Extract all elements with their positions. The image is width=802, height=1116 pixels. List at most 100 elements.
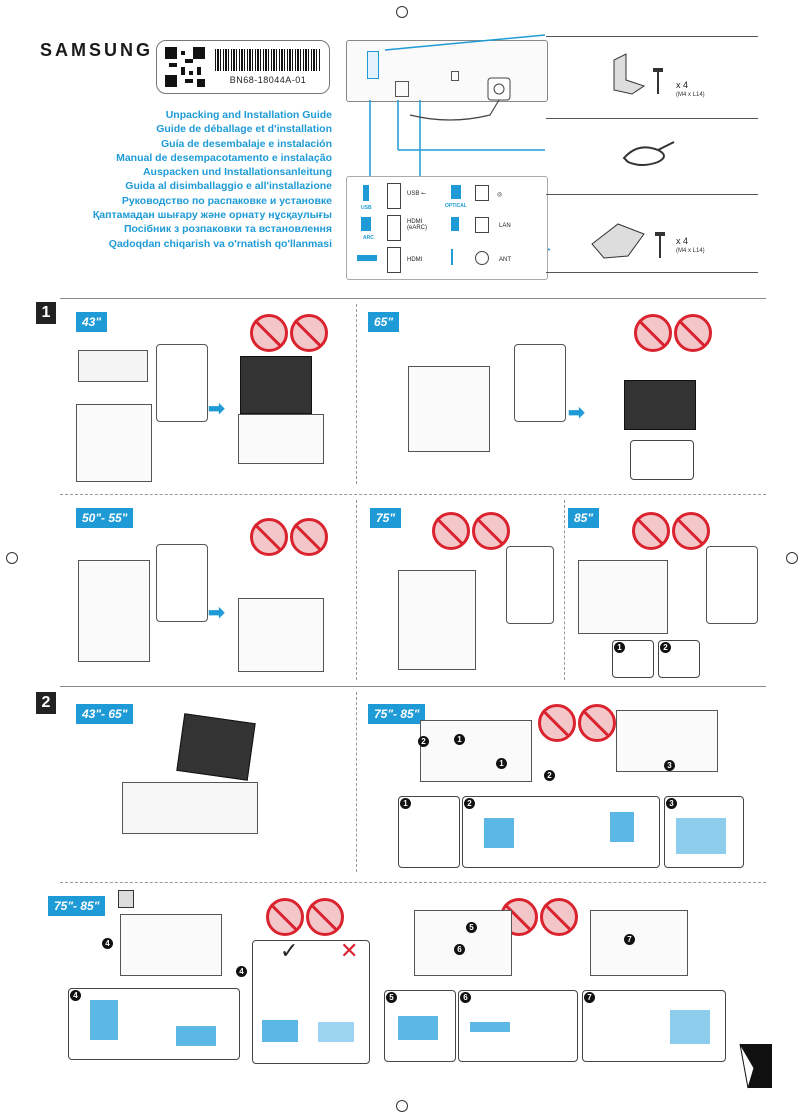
- tv-lift-illustration-43: [240, 356, 312, 414]
- lan-label: LAN: [499, 223, 511, 229]
- step-detail-5-blue: [398, 1016, 438, 1040]
- guide-titles: Unpacking and Installation Guide Guide d…: [32, 108, 332, 251]
- size-tag-43-65: 43"- 65": [76, 704, 134, 724]
- title-uz: Qadoqdan chiqarish va o'rnatish qo'llanm…: [108, 237, 332, 250]
- accessory-divider-2: [546, 118, 758, 119]
- tv-standing-illustration-a: [120, 914, 222, 976]
- step-2-badge: 2: [36, 692, 56, 714]
- correct-base: [262, 1020, 298, 1042]
- usb-port-label: USB ⭠: [407, 191, 426, 197]
- title-pt: Manual de desempacotamento e instalação: [116, 151, 332, 164]
- samsung-logo: SAMSUNG: [40, 40, 154, 60]
- marker-6: 6: [454, 944, 465, 955]
- divider-v-4: [356, 692, 357, 872]
- cover-screw-qty: x 4: [676, 236, 689, 246]
- no-sign-3b: [306, 898, 344, 936]
- marker-2-1a: 1: [454, 734, 465, 745]
- section-1-rule: [60, 298, 766, 299]
- box-illustration-85: [578, 560, 668, 634]
- tv-box-50: [238, 598, 324, 672]
- no-sign-4b: [540, 898, 578, 936]
- registration-mark-top: [396, 6, 408, 18]
- parts-card-85: [706, 546, 758, 624]
- no-lift-sign-85a: [632, 512, 670, 550]
- divider-h-2: [60, 882, 766, 883]
- step-1-badge: 1: [36, 302, 56, 324]
- hdmi-label: HDMI: [407, 257, 423, 263]
- box-illustration-43: [78, 350, 148, 382]
- parts-card-65: [514, 344, 566, 422]
- marker-2-3: 3: [664, 760, 675, 771]
- qr-code-icon: [165, 47, 205, 87]
- cable-holder-icon: [622, 141, 675, 166]
- size-tag-65: 65": [368, 312, 400, 332]
- registration-mark-left: [6, 552, 18, 564]
- detail-inset-65: [630, 440, 694, 480]
- box-illustration-50: [78, 560, 150, 662]
- parts-card-75: [506, 546, 554, 624]
- divider-v-2: [356, 500, 357, 680]
- title-es: Guía de desembalaje e instalación: [161, 137, 332, 150]
- size-tag-75-85-a: 75"- 85": [368, 704, 426, 724]
- marker-7: 7: [624, 934, 635, 945]
- next-arrow-65: ➡: [568, 402, 585, 424]
- title-kk: Қаптамадан шығару және орнату нұсқаулығы: [92, 209, 332, 222]
- next-arrow-43: ➡: [208, 398, 225, 420]
- marker-2-2b: 2: [544, 770, 555, 781]
- open-box-43: [76, 404, 152, 482]
- optical-label: OPTICAL: [445, 203, 467, 209]
- no-sign-3a: [266, 898, 304, 936]
- no-lift-sign-65b: [674, 314, 712, 352]
- tv-on-table-illustration: [176, 713, 256, 781]
- no-lift-sign-75a: [432, 512, 470, 550]
- wrong-base: [318, 1022, 354, 1042]
- no-lift-sign-65a: [634, 314, 672, 352]
- no-lift-sign-43b: [290, 314, 328, 352]
- cover-plate-icon: [591, 223, 665, 259]
- correct-check-icon: ✓: [280, 938, 299, 963]
- box-illustration-65: [408, 366, 490, 452]
- step-detail-4-blue-b: [176, 1026, 216, 1046]
- stand-screw-size: (M4 x L14): [676, 92, 705, 98]
- step-detail-6-blue: [470, 1022, 510, 1032]
- next-arrow-50: ➡: [208, 602, 225, 624]
- step-detail-4-blue: [90, 1000, 118, 1040]
- marker-85-2: 2: [660, 642, 671, 653]
- marker-4b: 4: [236, 966, 247, 977]
- step-detail-3-marker: 3: [666, 798, 677, 809]
- arc-label: ARC: [363, 235, 374, 241]
- optical-port-icon: ◎: [497, 192, 503, 198]
- title-it: Guida al disimballaggio e all'installazi…: [125, 180, 332, 193]
- size-tag-43: 43": [76, 312, 108, 332]
- page-turn-icon: [739, 1043, 772, 1089]
- step-detail-2-blue-b: [610, 812, 634, 842]
- registration-mark-right: [786, 552, 798, 564]
- divider-v-3: [564, 500, 565, 680]
- section-2-rule: [60, 686, 766, 687]
- step-detail-3-blue: [676, 818, 726, 854]
- no-sign-2a: [538, 704, 576, 742]
- port-panel: USB USB ⭠ OPTICAL ◎ ARC HDMI (eARC) LAN …: [346, 176, 548, 280]
- parts-card-50: [156, 544, 208, 622]
- hdmi-earc-label: HDMI (eARC): [407, 219, 428, 231]
- size-tag-75: 75": [370, 508, 402, 528]
- tv-standing-illustration-b: [414, 910, 512, 976]
- box-illustration-75: [398, 570, 476, 670]
- marker-2-2a: 2: [418, 736, 429, 747]
- tv-package-illustration-a: [420, 720, 532, 782]
- table-illustration: [122, 782, 258, 834]
- tv-box-43: [238, 414, 324, 464]
- step-detail-7-marker: 7: [584, 992, 595, 1003]
- document-code: BN68-18044A-01: [229, 75, 307, 85]
- no-lift-sign-75b: [472, 512, 510, 550]
- barcode-icon: [215, 49, 321, 71]
- accessory-divider-4: [546, 272, 758, 273]
- title-fr: Guide de déballage et d'installation: [156, 123, 332, 136]
- step-detail-2-marker: 2: [464, 798, 475, 809]
- step-detail-6-marker: 6: [460, 992, 471, 1003]
- parts-card-43: [156, 344, 208, 422]
- size-tag-50-55: 50"- 55": [76, 508, 134, 528]
- step-detail-4-marker: 4: [70, 990, 81, 1001]
- usb-blue-label: USB: [361, 205, 372, 211]
- cover-screw-size: (M4 x L14): [676, 248, 705, 254]
